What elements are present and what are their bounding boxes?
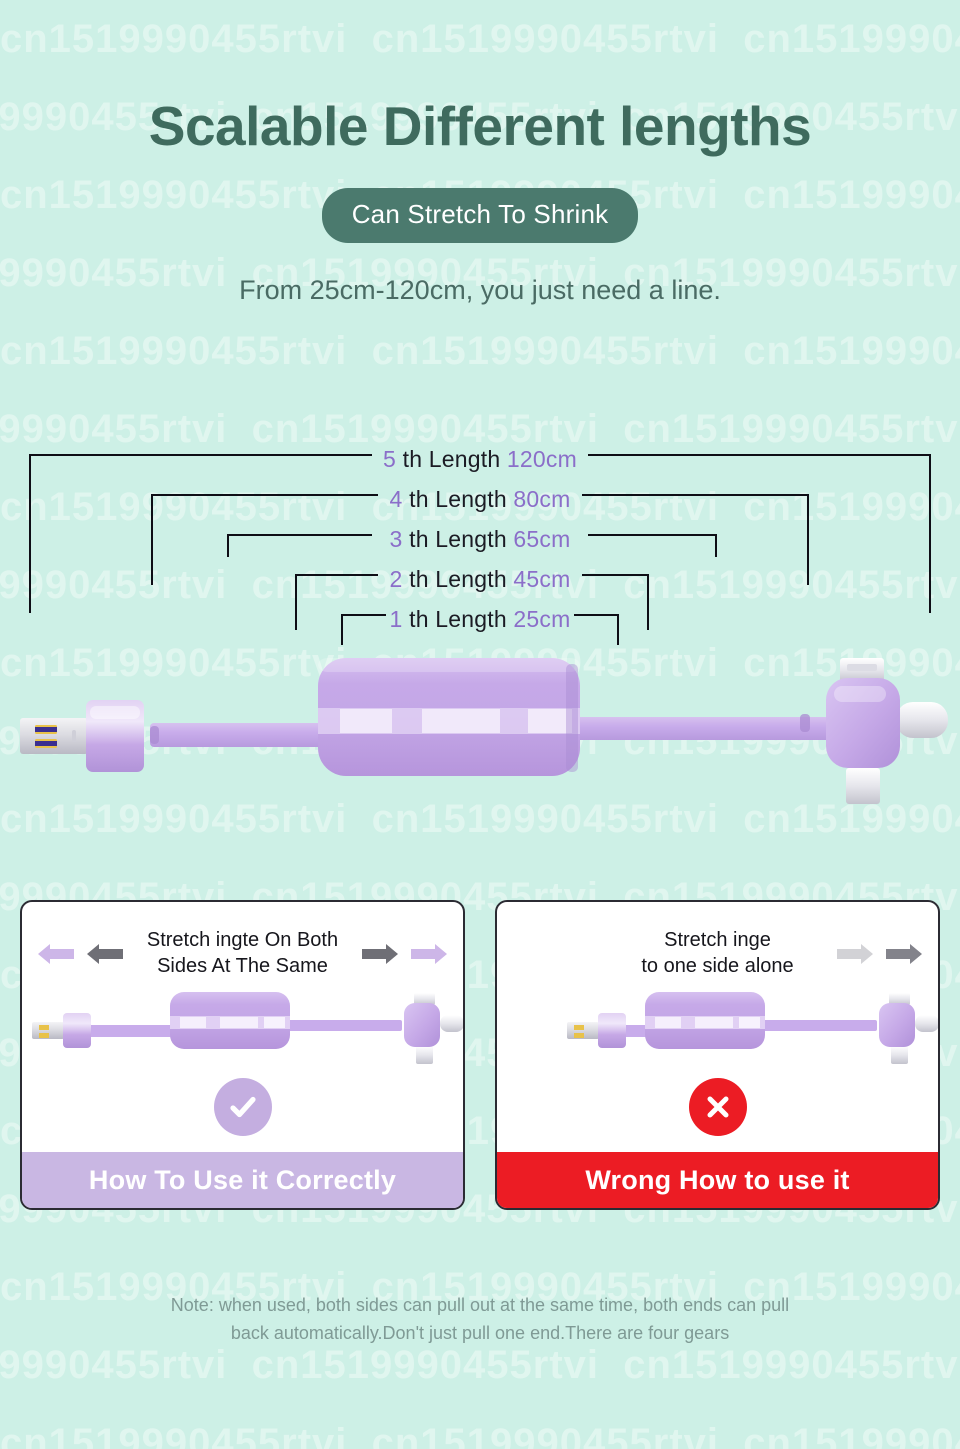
bracket-lines — [28, 453, 932, 645]
retractable-spool — [318, 658, 580, 776]
measurement-row: 3 th Length 65cm — [0, 522, 960, 556]
card-wrong-footer: Wrong How to use it — [497, 1152, 938, 1208]
right-arrows-group — [360, 943, 449, 965]
arrow-right-light-gray-icon — [837, 943, 873, 964]
watermark-row: cn1519990455rtvi cn1519990455rtvi cn1519… — [0, 1421, 960, 1449]
subtitle-pill: Can Stretch To Shrink — [321, 187, 639, 243]
cross-badge — [688, 1078, 747, 1136]
measurement-row: 1 th Length 25cm — [0, 602, 960, 636]
measurement-label: 3 th Length 65cm — [389, 525, 571, 552]
arrow-right-gray-icon-wrong — [886, 943, 922, 964]
measurement-row: 5 th Length 120cm — [0, 442, 960, 476]
card-wrong-caption: Stretch inge to one side alone — [641, 929, 794, 977]
card-wrong-usage[interactable]: Stretch inge to one side alone — [495, 900, 940, 1210]
measurement-row: 4 th Length 80cm — [0, 482, 960, 516]
measurement-row: 2 th Length 45cm — [0, 562, 960, 596]
card-correct-cable-illustration — [22, 984, 463, 1079]
card-wrong-header: Stretch inge to one side alone — [497, 928, 938, 979]
check-icon — [229, 1096, 256, 1118]
measurement-label: 4 th Length 80cm — [389, 485, 571, 512]
measurement-label: 1 th Length 25cm — [389, 605, 571, 632]
measurement-label: 5 th Length 120cm — [383, 445, 577, 472]
footer-note: Note: when used, both sides can pull out… — [170, 1295, 790, 1343]
arrow-left-purple-icon — [38, 943, 74, 964]
measurement-brackets: 5 th Length 120cm 4 th Length 80cm 3 th Le… — [0, 440, 960, 655]
card-correct-usage[interactable]: Stretch ingte On Both Sides At The Same — [20, 900, 465, 1210]
card-correct-caption: Stretch ingte On Both Sides At The Same — [146, 929, 339, 977]
arrow-right-gray-icon — [362, 943, 398, 964]
three-in-one-connector-head — [800, 658, 948, 804]
arrow-left-gray-icon — [87, 943, 123, 964]
card-correct-body: Stretch ingte On Both Sides At The Same — [22, 902, 463, 1152]
left-arrows-group — [36, 943, 125, 965]
product-cable-illustration — [0, 640, 960, 840]
card-wrong-cable-illustration — [497, 984, 938, 1079]
card-wrong-body: Stretch inge to one side alone — [497, 902, 938, 1152]
arrow-right-purple-icon — [411, 943, 447, 964]
measurement-label: 2 th Length 45cm — [389, 565, 571, 592]
cross-icon — [707, 1096, 728, 1118]
tagline: From 25cm-120cm, you just need a line. — [239, 274, 721, 305]
right-arrows-group-wrong — [835, 943, 924, 965]
check-badge — [213, 1078, 272, 1136]
watermark-row: cn1519990455rtvi cn1519990455rtvi cn1519… — [0, 329, 960, 373]
usb-a-connector — [20, 700, 159, 772]
instruction-cards: Stretch ingte On Both Sides At The Same — [0, 900, 960, 1220]
header: Scalable Different lengths Can Stretch T… — [0, 0, 960, 306]
card-correct-header: Stretch ingte On Both Sides At The Same — [22, 928, 463, 979]
card-correct-footer: How To Use it Correctly — [22, 1152, 463, 1208]
page-title: Scalable Different lengths — [148, 95, 812, 157]
